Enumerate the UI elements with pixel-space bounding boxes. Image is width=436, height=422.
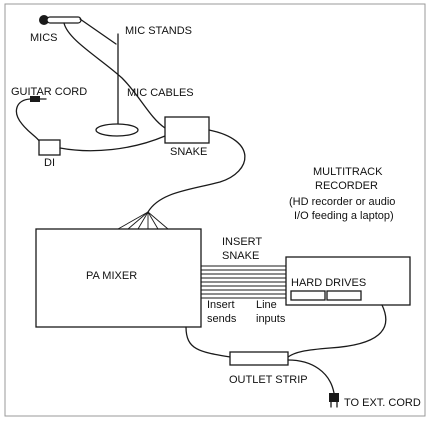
label-mic-cables: MIC CABLES xyxy=(127,87,194,99)
label-insert-sends-line1: Insert xyxy=(207,299,235,311)
hard-drive-1 xyxy=(290,290,326,301)
label-line-inputs-line1: Line xyxy=(256,299,277,311)
outlet-strip xyxy=(229,351,289,366)
di-to-snake-cable xyxy=(59,135,166,152)
hard-drive-2 xyxy=(326,290,362,301)
mixer-power-cord xyxy=(185,326,231,358)
label-to-ext-cord: TO EXT. CORD xyxy=(344,397,421,409)
label-insert-snake-line2: SNAKE xyxy=(222,250,259,262)
microphone-icon xyxy=(39,15,82,25)
label-di: DI xyxy=(44,157,55,169)
label-mics: MICS xyxy=(30,32,58,44)
di-box xyxy=(38,139,61,156)
label-insert-sends-line2: sends xyxy=(207,313,237,325)
label-mic-stands: MIC STANDS xyxy=(125,25,192,37)
guitar-cord xyxy=(15,98,41,143)
mic-stand xyxy=(79,18,139,137)
label-insert-snake-line1: INSERT xyxy=(222,236,262,248)
label-recorder-line4: I/O feeding a laptop) xyxy=(294,210,394,222)
mic-cable xyxy=(63,22,166,129)
label-pa-mixer: PA MIXER xyxy=(86,270,137,282)
label-outlet-strip: OUTLET STRIP xyxy=(229,374,308,386)
label-hard-drives: HARD DRIVES xyxy=(291,277,366,289)
label-recorder-line1: MULTITRACK xyxy=(313,166,383,178)
label-recorder-line3: (HD recorder or audio xyxy=(289,196,395,208)
snake-box xyxy=(164,116,210,144)
power-plug-icon xyxy=(329,393,339,408)
recorder-power-cord xyxy=(287,304,387,358)
label-line-inputs-line2: inputs xyxy=(256,313,286,325)
insert-snake-lines xyxy=(201,265,286,299)
label-guitar-cord: GUITAR CORD xyxy=(11,86,87,98)
extension-cord xyxy=(287,359,335,394)
label-recorder-line2: RECORDER xyxy=(315,180,378,192)
diagram-frame xyxy=(4,3,426,417)
snake-fanout xyxy=(117,211,169,230)
guitar-plug-icon xyxy=(30,96,47,102)
label-snake: SNAKE xyxy=(170,146,207,158)
snake-cable xyxy=(147,129,246,213)
